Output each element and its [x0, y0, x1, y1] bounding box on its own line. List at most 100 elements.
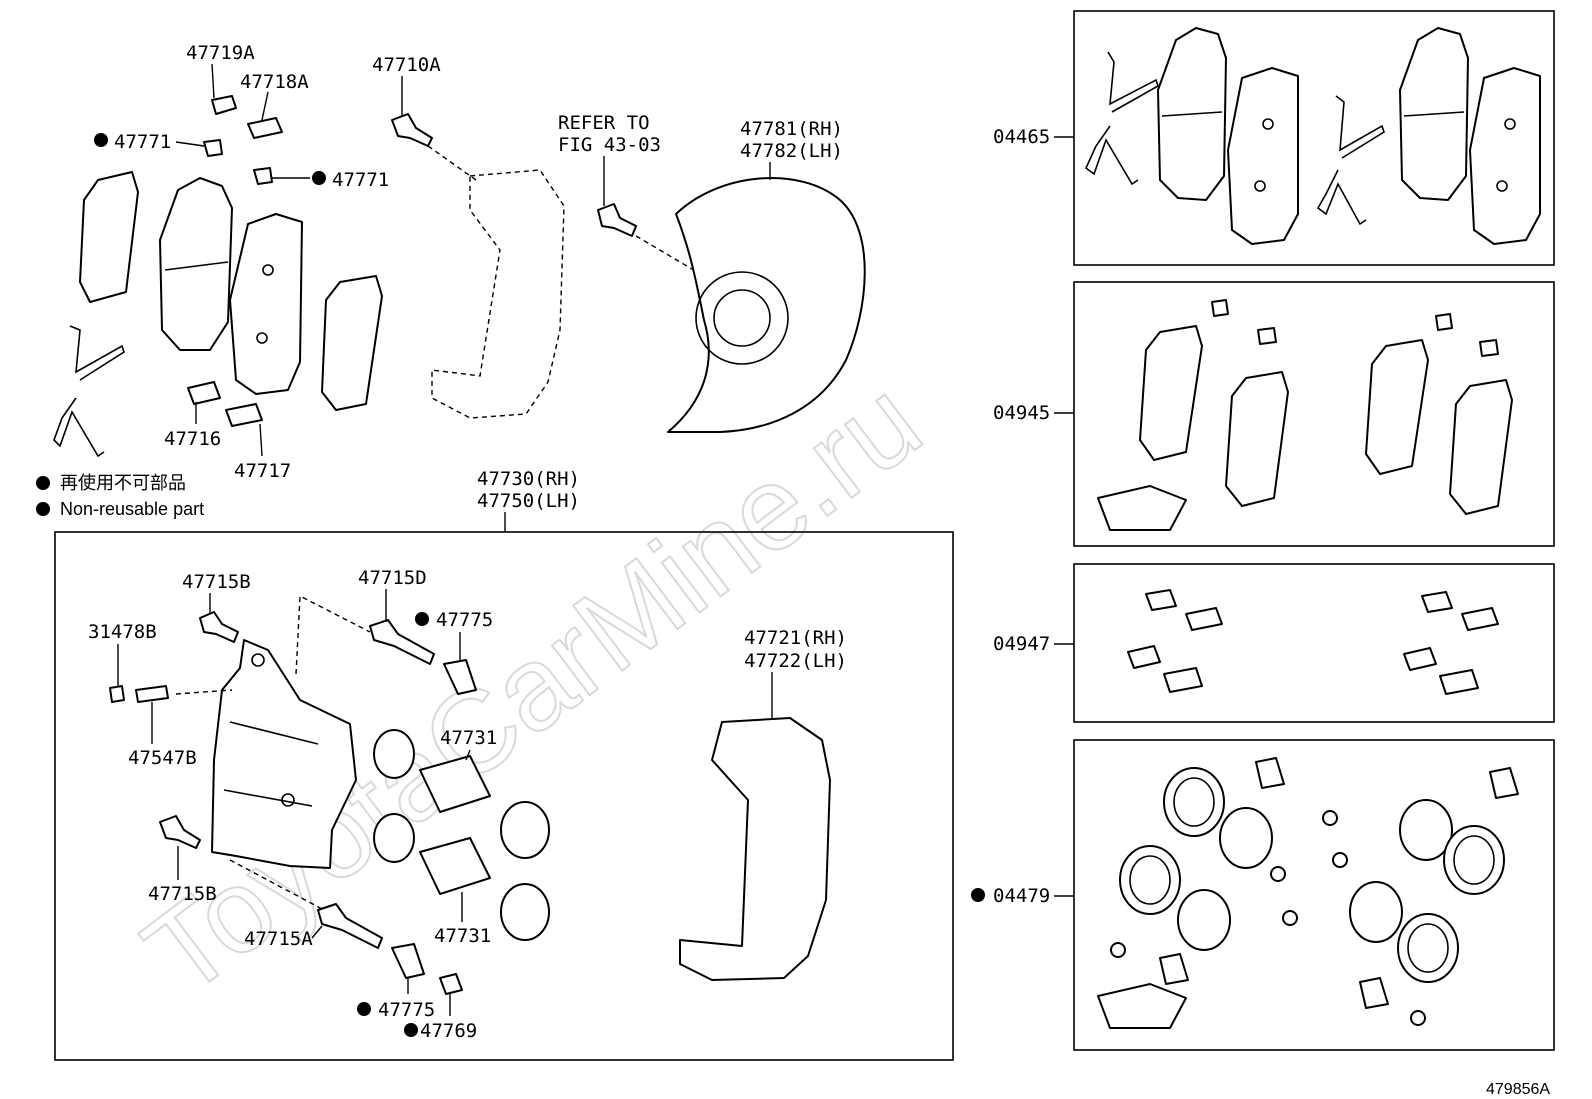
- clip-47717[interactable]: [225, 403, 263, 427]
- pad-assembly-group: [53, 95, 383, 458]
- label-47722-lh: 47722(LH): [744, 650, 847, 672]
- label-47775-top: 47775: [436, 609, 493, 631]
- kit-04947-clip-2[interactable]: [1185, 607, 1223, 631]
- kit-04947-clip-8[interactable]: [1439, 669, 1479, 695]
- guide-pin-47715A[interactable]: [317, 903, 383, 949]
- bleeder-plug-47547B[interactable]: [135, 685, 169, 703]
- clip-47716[interactable]: [187, 381, 221, 405]
- legend-line-jp: 再使用不可部品: [60, 473, 186, 493]
- cylinder-boot-lower[interactable]: [500, 883, 550, 941]
- kit-04479-seal-4[interactable]: [1349, 881, 1403, 943]
- non-reusable-mark-47771-b: [312, 171, 326, 185]
- piston-seal-upper[interactable]: [373, 729, 415, 779]
- kit-04479-seal-2[interactable]: [1177, 889, 1231, 951]
- cylinder-boot-upper[interactable]: [500, 801, 550, 859]
- upper-labels: 47719A 47718A 47771 47771 47710A REFER T…: [94, 42, 843, 482]
- pad-wear-spring-2[interactable]: [53, 397, 105, 458]
- legend-bullet-2: [36, 502, 50, 516]
- kit-04947-clip-6[interactable]: [1461, 607, 1499, 631]
- pad-shim-inner[interactable]: [321, 275, 383, 411]
- label-47769: 47769: [420, 1020, 477, 1042]
- brake-pad-inner[interactable]: [159, 177, 233, 351]
- kit-04465-pad-b[interactable]: [1227, 67, 1299, 245]
- label-47781-rh: 47781(RH): [740, 118, 843, 140]
- clip-47771-a[interactable]: [203, 139, 223, 157]
- label-kit-04479: 04479: [993, 885, 1050, 907]
- label-kit-04947: 04947: [993, 633, 1050, 655]
- clip-47719A[interactable]: [211, 95, 237, 115]
- piston-47731-lower[interactable]: [419, 837, 491, 895]
- kit-04479-box: [1073, 739, 1555, 1051]
- non-reusable-mark-47775-bottom: [357, 1002, 371, 1016]
- dust-shield-group: [597, 177, 866, 433]
- kit-04947-parts: [1127, 589, 1499, 695]
- kit-04947-clip-3[interactable]: [1127, 645, 1161, 669]
- kit-04479-parts: [1097, 757, 1519, 1029]
- label-47717: 47717: [234, 460, 291, 482]
- non-reusable-mark-04479: [971, 888, 985, 902]
- label-refer-to: REFER TO: [558, 112, 650, 134]
- kit-04945-box: [1073, 281, 1555, 547]
- kit-04945-shim-d[interactable]: [1449, 379, 1513, 515]
- brake-pad-outer[interactable]: [229, 213, 303, 395]
- legend: 再使用不可部品 Non-reusable part: [36, 473, 204, 519]
- pad-shim-outer[interactable]: [79, 171, 139, 303]
- label-kit-04465: 04465: [993, 126, 1050, 148]
- label-47721-rh: 47721(RH): [744, 627, 847, 649]
- label-47719A: 47719A: [186, 42, 255, 64]
- kit-04945-shim-c[interactable]: [1365, 339, 1429, 475]
- legend-line-en: Non-reusable part: [60, 499, 204, 519]
- bolt-47715B-top[interactable]: [199, 611, 239, 643]
- label-47750-lh: 47750(LH): [477, 490, 580, 512]
- label-47771-b: 47771: [332, 169, 389, 191]
- guide-pin-47715D[interactable]: [369, 619, 435, 665]
- kit-04945-shim-b[interactable]: [1225, 371, 1289, 507]
- caliper-bracket-phantom: [431, 169, 565, 419]
- label-47715B-top: 47715B: [182, 571, 251, 593]
- kit-04479-seal-1[interactable]: [1219, 807, 1273, 869]
- bushing-47769[interactable]: [439, 973, 463, 995]
- kit-04947-clip-7[interactable]: [1403, 647, 1437, 671]
- non-reusable-mark-47769: [404, 1023, 418, 1037]
- bracket-upper-group: [391, 113, 565, 419]
- pad-wear-spring-1[interactable]: [69, 325, 125, 381]
- label-47715B-bottom: 47715B: [148, 883, 217, 905]
- label-47730-rh: 47730(RH): [477, 468, 580, 490]
- caliper-mounting-bracket[interactable]: [679, 717, 831, 981]
- caliper-assembly-box: [54, 531, 954, 1061]
- label-31478B: 31478B: [88, 621, 157, 643]
- kit-04465-box: [1073, 10, 1555, 266]
- kit-04945-shim-a[interactable]: [1139, 325, 1203, 461]
- label-47782-lh: 47782(LH): [740, 140, 843, 162]
- kit-04947-clip-4[interactable]: [1163, 667, 1203, 693]
- clip-47771-b[interactable]: [253, 167, 273, 185]
- piston-seal-lower[interactable]: [373, 813, 415, 863]
- kit-04945-parts: [1097, 299, 1513, 531]
- clip-47718A[interactable]: [247, 117, 283, 139]
- bolt-refer-fig[interactable]: [597, 203, 637, 237]
- kit-04465-parts: [1085, 27, 1541, 245]
- label-47710A: 47710A: [372, 54, 441, 76]
- label-47718A: 47718A: [240, 71, 309, 93]
- label-47547B: 47547B: [128, 747, 197, 769]
- bolt-47710A[interactable]: [391, 113, 433, 147]
- piston-47731-upper[interactable]: [419, 755, 491, 813]
- plug-31478B[interactable]: [109, 685, 125, 703]
- label-47715D: 47715D: [358, 567, 427, 589]
- kit-04947-clip-5[interactable]: [1421, 591, 1453, 613]
- bolt-47715B-bottom[interactable]: [159, 815, 201, 849]
- label-47715A: 47715A: [244, 928, 313, 950]
- caliper-body[interactable]: [211, 639, 357, 869]
- label-fig-43-03: FIG 43-03: [558, 134, 661, 156]
- label-47771-a: 47771: [114, 131, 171, 153]
- boot-47775-bottom[interactable]: [391, 943, 425, 979]
- kit-04947-box: [1073, 563, 1555, 723]
- kit-04479-seal-3[interactable]: [1399, 799, 1453, 861]
- drawing-code: 479856A: [1486, 1081, 1550, 1098]
- non-reusable-mark-47775-top: [415, 612, 429, 626]
- label-kit-04945: 04945: [993, 402, 1050, 424]
- boot-47775-top[interactable]: [443, 659, 477, 695]
- kit-04465-pad-d[interactable]: [1469, 67, 1541, 245]
- kit-04947-clip-1[interactable]: [1145, 589, 1177, 611]
